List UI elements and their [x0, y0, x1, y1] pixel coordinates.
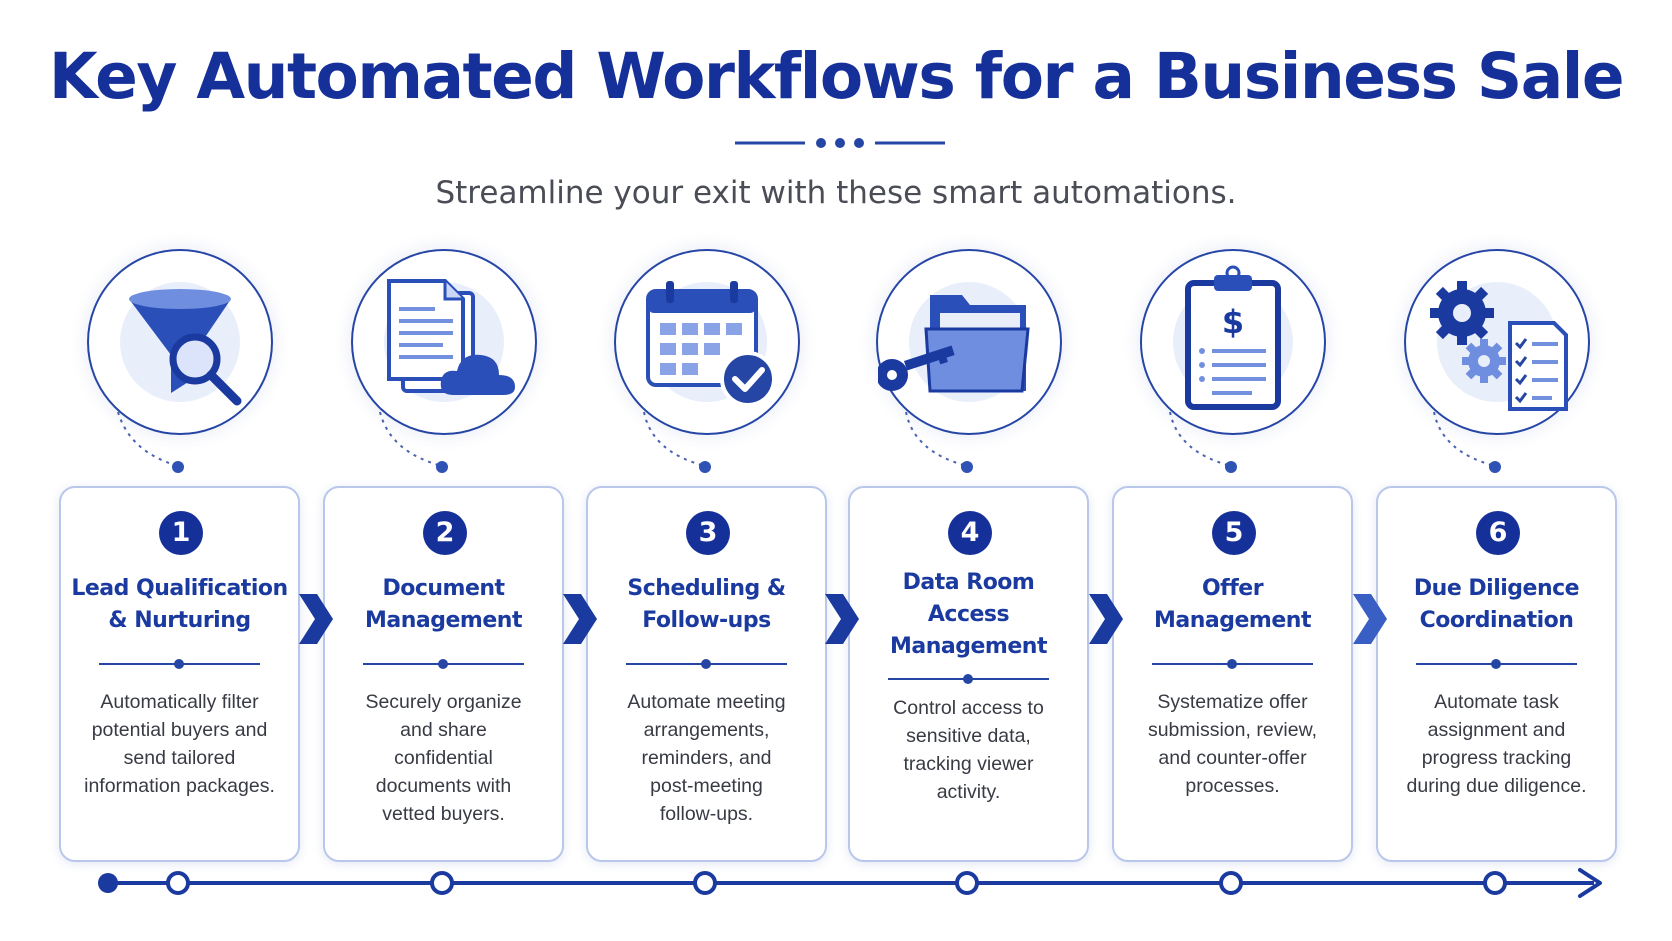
step-description-line: Systematize offer	[1157, 691, 1308, 713]
step-title-line: Document	[382, 576, 505, 601]
step-description-line: Control access to	[893, 697, 1044, 719]
step-title: Data Room Access Management	[854, 567, 1083, 663]
step-description-line: arrangements,	[643, 719, 770, 741]
step-title-line: Management	[1154, 608, 1311, 633]
calendar-check-icon	[646, 281, 776, 407]
step-card-3: 3 Scheduling & Follow-ups Automate meeti…	[586, 486, 827, 862]
step-number-badge: 1	[159, 511, 203, 555]
step-description-line: sensitive data,	[906, 725, 1031, 747]
step-description-line: Automate meeting	[627, 691, 786, 713]
step-4-icon-circle	[876, 249, 1062, 435]
key-folder-icon	[878, 282, 1030, 402]
step-description: Automatically filter potential buyers an…	[75, 688, 284, 800]
chevron-right-icon	[825, 594, 859, 644]
step-description-line: processes.	[1185, 775, 1280, 797]
step-description: Control access to sensitive data, tracki…	[864, 694, 1073, 806]
step-5-icon-circle: $	[1140, 249, 1326, 435]
step-description-line: post-meeting	[650, 775, 763, 797]
step-number-badge: 4	[948, 511, 992, 555]
step-description-line: potential buyers and	[91, 719, 268, 741]
funnel-magnifier-icon	[120, 282, 242, 406]
step-description-line: follow-ups.	[659, 803, 754, 825]
step-title-line: Access	[927, 602, 1010, 627]
step-1-icon-circle	[87, 249, 273, 435]
step-description-line: and share	[400, 719, 487, 741]
step-title-line: Coordination	[1419, 608, 1574, 633]
documents-cloud-icon	[384, 279, 515, 402]
step-separator	[1152, 659, 1313, 669]
step-description-line: information packages.	[84, 775, 275, 797]
step-description-line: activity.	[936, 781, 1001, 803]
step-number-badge: 2	[423, 511, 467, 555]
page-title: Key Automated Workflows for a Business S…	[48, 40, 1625, 113]
step-title-line: Follow-ups	[642, 608, 771, 633]
title-divider	[735, 138, 945, 148]
step-number-badge: 3	[686, 511, 730, 555]
step-separator	[888, 674, 1049, 684]
gears-checklist-icon	[1430, 281, 1568, 411]
step-description: Securely organize and share confidential…	[339, 688, 548, 828]
step-card-5: 5 Offer Management Systematize offer sub…	[1112, 486, 1353, 862]
step-description-line: during due diligence.	[1406, 775, 1587, 797]
step-separator	[363, 659, 524, 669]
step-title-line: Scheduling &	[627, 576, 786, 601]
step-title-line: Data Room	[902, 570, 1035, 595]
step-card-6: 6 Due Diligence Coordination Automate ta…	[1376, 486, 1617, 862]
step-description-line: send tailored	[123, 747, 236, 769]
clipboard-dollar-icon: $	[1173, 265, 1293, 410]
step-description-line: submission, review,	[1147, 719, 1318, 741]
step-card-2: 2 Document Management Securely organize …	[323, 486, 564, 862]
step-description: Automate task assignment and progress tr…	[1392, 688, 1601, 800]
step-title-line: Lead Qualification	[71, 576, 288, 601]
step-description-line: confidential	[394, 747, 493, 769]
step-number-badge: 5	[1212, 511, 1256, 555]
step-description-line: progress tracking	[1421, 747, 1572, 769]
step-title: Scheduling & Follow-ups	[592, 573, 821, 637]
step-description-line: Securely organize	[365, 691, 522, 713]
step-card-1: 1 Lead Qualification & Nurturing Automat…	[59, 486, 300, 862]
step-title-line: Offer	[1201, 576, 1264, 601]
step-title-line: & Nurturing	[108, 608, 251, 633]
svg-text:$: $	[1222, 303, 1244, 341]
step-title: Document Management	[329, 573, 558, 637]
step-description: Automate meeting arrangements, reminders…	[602, 688, 811, 828]
step-description: Systematize offer submission, review, an…	[1128, 688, 1337, 800]
step-number-badge: 6	[1476, 511, 1520, 555]
step-title-line: Due Diligence	[1413, 576, 1580, 601]
chevron-right-icon	[299, 594, 333, 644]
step-separator	[99, 659, 260, 669]
step-separator	[1416, 659, 1577, 669]
page-subtitle: Streamline your exit with these smart au…	[435, 175, 1237, 211]
step-description-line: and counter-offer	[1158, 747, 1307, 769]
step-title-line: Management	[365, 608, 522, 633]
step-6-icon-circle	[1404, 249, 1590, 435]
step-title: Due Diligence Coordination	[1382, 573, 1611, 637]
step-description-line: Automate task	[1434, 691, 1559, 713]
step-description-line: reminders, and	[641, 747, 772, 769]
step-2-icon-circle	[351, 249, 537, 435]
step-description-line: documents with	[375, 775, 512, 797]
step-description-line: Automatically filter	[100, 691, 259, 713]
step-card-4: 4 Data Room Access Management Control ac…	[848, 486, 1089, 862]
chevron-right-icon	[1089, 594, 1123, 644]
step-3-icon-circle	[614, 249, 800, 435]
step-title-line: Management	[890, 634, 1047, 659]
step-description-line: assignment and	[1427, 719, 1566, 741]
step-separator	[626, 659, 787, 669]
step-title: Offer Management	[1118, 573, 1347, 637]
step-description-line: tracking viewer	[903, 753, 1034, 775]
step-description-line: vetted buyers.	[382, 803, 505, 825]
chevron-right-icon	[563, 594, 597, 644]
chevron-right-icon	[1353, 594, 1387, 644]
step-title: Lead Qualification & Nurturing	[65, 573, 294, 637]
